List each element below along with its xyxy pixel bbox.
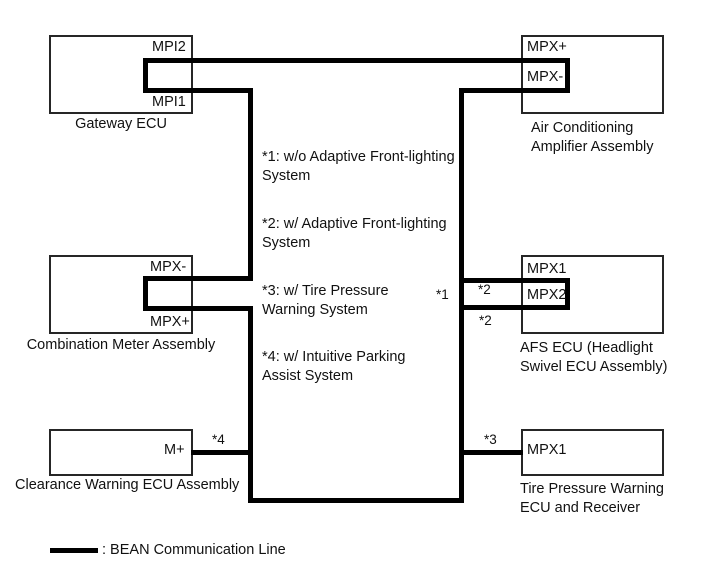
note-3: *3: w/ Tire Pressure Warning System — [262, 282, 389, 320]
bean-line-top-bus — [143, 58, 570, 63]
port-label-ac-mpx-plus: MPX+ — [527, 39, 567, 55]
bean-line-meter-wrap-bottom — [143, 306, 253, 311]
note-3-line2: Warning System — [262, 302, 368, 318]
note-1: *1: w/o Adaptive Front-lighting System — [262, 148, 455, 186]
note-4-line2: Assist System — [262, 368, 354, 384]
note-2-line1: *2: w/ Adaptive Front-lighting — [262, 216, 447, 232]
port-label-ac-mpx-minus: MPX- — [527, 69, 564, 85]
bean-line-tire-stub — [459, 450, 523, 455]
port-label-afs-mpx2: MPX2 — [527, 287, 567, 303]
combination-meter-box — [49, 255, 193, 334]
note-1-line1: *1: w/o Adaptive Front-lighting — [262, 149, 455, 165]
bean-line-afs-wrap-top — [459, 278, 570, 283]
marker-star3: *3 — [484, 432, 497, 447]
marker-star4: *4 — [212, 432, 225, 447]
port-label-mpi2: MPI2 — [152, 39, 186, 55]
port-label-afs-mpx1: MPX1 — [527, 261, 567, 277]
tire-pressure-caption: Tire Pressure Warning ECU and Receiver — [520, 480, 664, 517]
tire-pressure-caption-line2: ECU and Receiver — [520, 499, 641, 516]
bean-line-gateway-wrap-vertical — [143, 58, 148, 93]
note-2: *2: w/ Adaptive Front-lighting System — [262, 215, 447, 253]
clearance-warning-caption: Clearance Warning ECU Assembly — [15, 477, 240, 493]
bean-line-gateway-bottom — [143, 88, 253, 93]
note-3-line1: *3: w/ Tire Pressure — [262, 283, 389, 299]
afs-ecu-caption-line1: AFS ECU (Headlight — [520, 340, 653, 356]
bean-line-left-bus-upper — [248, 88, 253, 281]
bean-line-ac-bottom — [459, 88, 570, 93]
afs-ecu-caption: AFS ECU (Headlight Swivel ECU Assembly) — [520, 339, 667, 376]
legend-label: : BEAN Communication Line — [102, 542, 286, 558]
bean-line-clearance-stub — [191, 450, 253, 455]
marker-star1: *1 — [436, 287, 449, 302]
bean-line-meter-wrap-vertical — [143, 276, 148, 311]
air-conditioning-caption-line1: Air Conditioning — [531, 120, 634, 136]
port-label-tire-mpx1: MPX1 — [527, 442, 567, 458]
bean-line-meter-wrap-top — [143, 276, 253, 281]
gateway-ecu-box — [49, 35, 193, 114]
marker-star2-top: *2 — [478, 282, 491, 297]
port-label-m-plus: M+ — [164, 442, 185, 458]
port-label-mpi1: MPI1 — [152, 94, 186, 110]
afs-ecu-box — [521, 255, 664, 334]
bean-line-left-bus-lower — [248, 306, 253, 503]
bean-line-bottom-bus — [248, 498, 464, 503]
tire-pressure-caption-line1: Tire Pressure Warning — [520, 481, 664, 497]
bean-line-ac-wrap-vertical — [565, 58, 570, 93]
note-1-line2: System — [262, 168, 311, 184]
gateway-ecu-caption: Gateway ECU — [75, 116, 167, 132]
note-4: *4: w/ Intuitive Parking Assist System — [262, 348, 405, 386]
bean-line-afs-wrap-vertical — [565, 278, 570, 310]
afs-ecu-caption-line2: Swivel ECU Assembly) — [520, 358, 668, 375]
air-conditioning-amplifier-box — [521, 35, 664, 114]
combination-meter-caption: Combination Meter Assembly — [26, 337, 216, 353]
air-conditioning-caption: Air Conditioning Amplifier Assembly — [531, 119, 653, 156]
note-4-line1: *4: w/ Intuitive Parking — [262, 349, 406, 365]
port-label-meter-mpx-plus: MPX+ — [150, 314, 190, 330]
bean-line-right-bus — [459, 88, 464, 503]
port-label-meter-mpx-minus: MPX- — [150, 259, 187, 275]
marker-star2-bottom: *2 — [479, 313, 492, 328]
air-conditioning-caption-line2: Amplifier Assembly — [531, 138, 654, 155]
legend-line-sample — [50, 548, 98, 553]
bean-line-afs-wrap-bottom — [459, 305, 570, 310]
note-2-line2: System — [262, 235, 311, 251]
